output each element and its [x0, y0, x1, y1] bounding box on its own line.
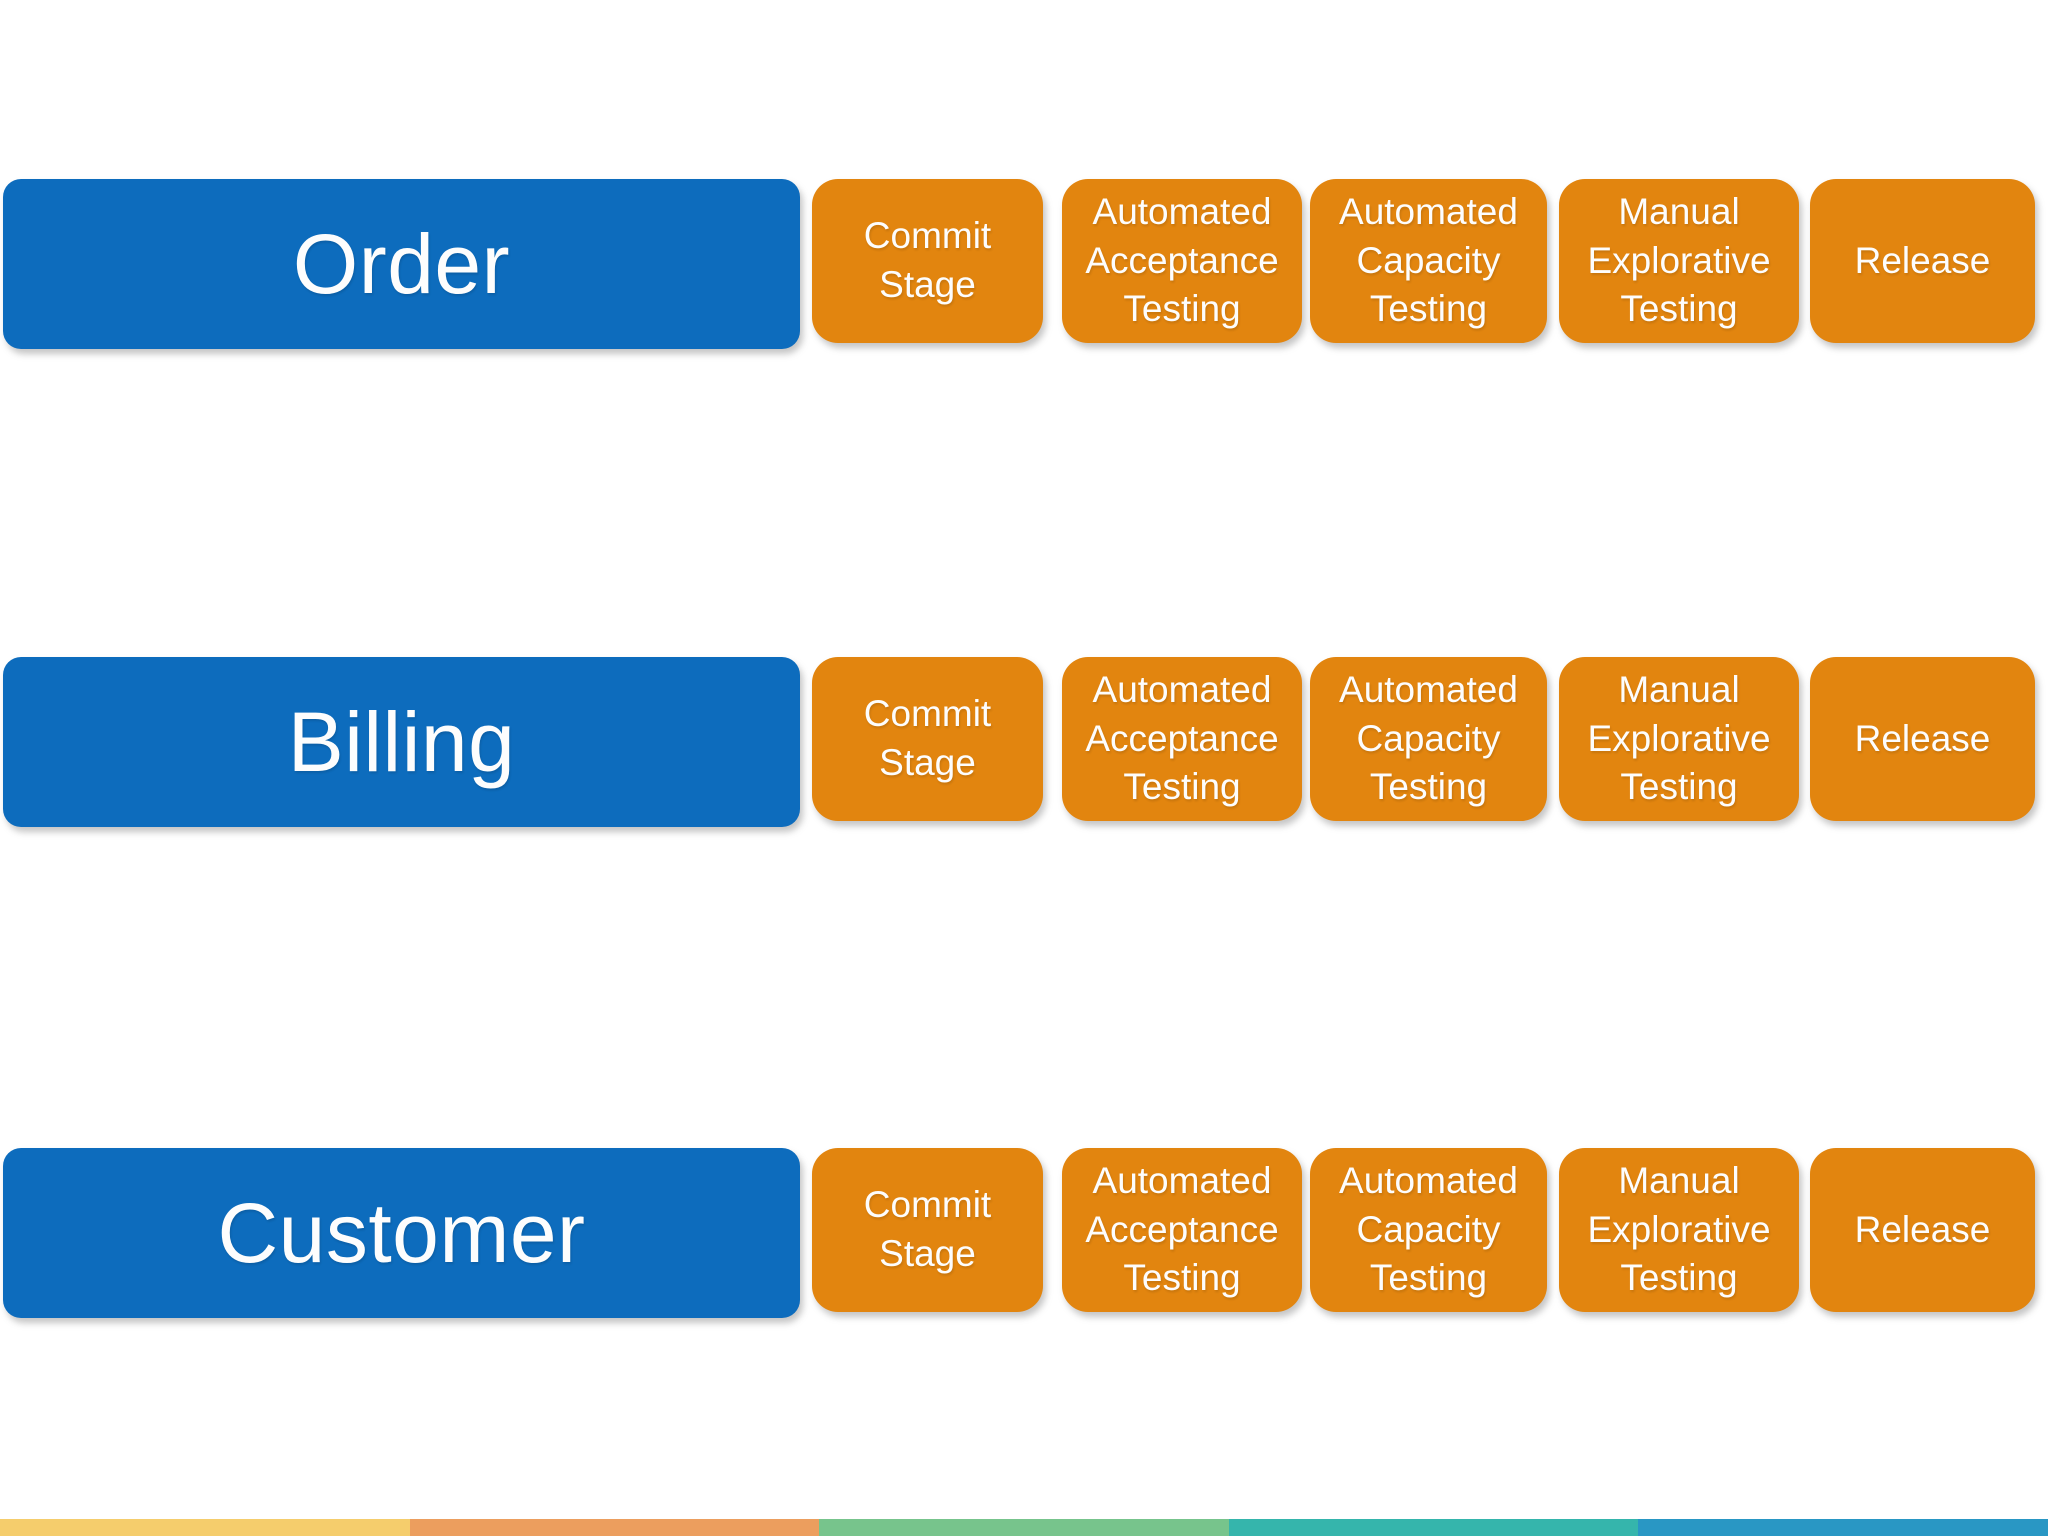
stripe-segment-3 [1228, 1519, 1639, 1536]
stage-box: Commit Stage [812, 179, 1043, 343]
stage-label: Commit Stage [863, 693, 992, 783]
stage-box: Automated Capacity Testing [1310, 657, 1547, 821]
stage-label: Manual Explorative Testing [1587, 668, 1771, 808]
stage-label: Release [1854, 717, 1991, 759]
service-label: Billing [287, 694, 516, 789]
stage-box: Automated Acceptance Testing [1062, 1148, 1302, 1312]
stage-box: Release [1810, 179, 2035, 343]
stage-label: Automated Acceptance Testing [1085, 190, 1279, 330]
stage-label: Release [1854, 1208, 1991, 1250]
stage-box: Automated Capacity Testing [1310, 179, 1547, 343]
stripe-segment-2 [819, 1519, 1229, 1536]
stage-label: Automated Capacity Testing [1339, 668, 1518, 808]
stage-box: Manual Explorative Testing [1559, 657, 1799, 821]
stage-box: Automated Acceptance Testing [1062, 179, 1302, 343]
stage-label: Automated Capacity Testing [1339, 1159, 1518, 1299]
stage-box: Manual Explorative Testing [1559, 179, 1799, 343]
service-label: Customer [217, 1185, 586, 1280]
stripe-segment-4 [1638, 1519, 2048, 1536]
footer-color-stripe [0, 1519, 2048, 1536]
stage-box: Release [1810, 657, 2035, 821]
stripe-segment-0 [0, 1519, 410, 1536]
stage-label: Manual Explorative Testing [1587, 190, 1771, 330]
stage-box: Commit Stage [812, 657, 1043, 821]
stage-label: Manual Explorative Testing [1587, 1159, 1771, 1299]
service-box: Order [3, 179, 800, 349]
stage-label: Automated Acceptance Testing [1085, 1159, 1279, 1299]
stage-label: Automated Capacity Testing [1339, 190, 1518, 330]
stage-label: Commit Stage [863, 215, 992, 305]
pipeline-row-order: Order Commit Stage Automated Acceptance … [0, 179, 2048, 349]
stage-box: Release [1810, 1148, 2035, 1312]
stage-label: Commit Stage [863, 1184, 992, 1274]
stage-box: Automated Acceptance Testing [1062, 657, 1302, 821]
pipeline-row-customer: Customer Commit Stage Automated Acceptan… [0, 1148, 2048, 1318]
stage-box: Commit Stage [812, 1148, 1043, 1312]
stripe-segment-1 [409, 1519, 820, 1536]
stage-label: Automated Acceptance Testing [1085, 668, 1279, 808]
service-box: Customer [3, 1148, 800, 1318]
stage-box: Automated Capacity Testing [1310, 1148, 1547, 1312]
pipeline-row-billing: Billing Commit Stage Automated Acceptanc… [0, 657, 2048, 827]
service-label: Order [292, 216, 511, 311]
stage-box: Manual Explorative Testing [1559, 1148, 1799, 1312]
stage-label: Release [1854, 239, 1991, 281]
service-box: Billing [3, 657, 800, 827]
